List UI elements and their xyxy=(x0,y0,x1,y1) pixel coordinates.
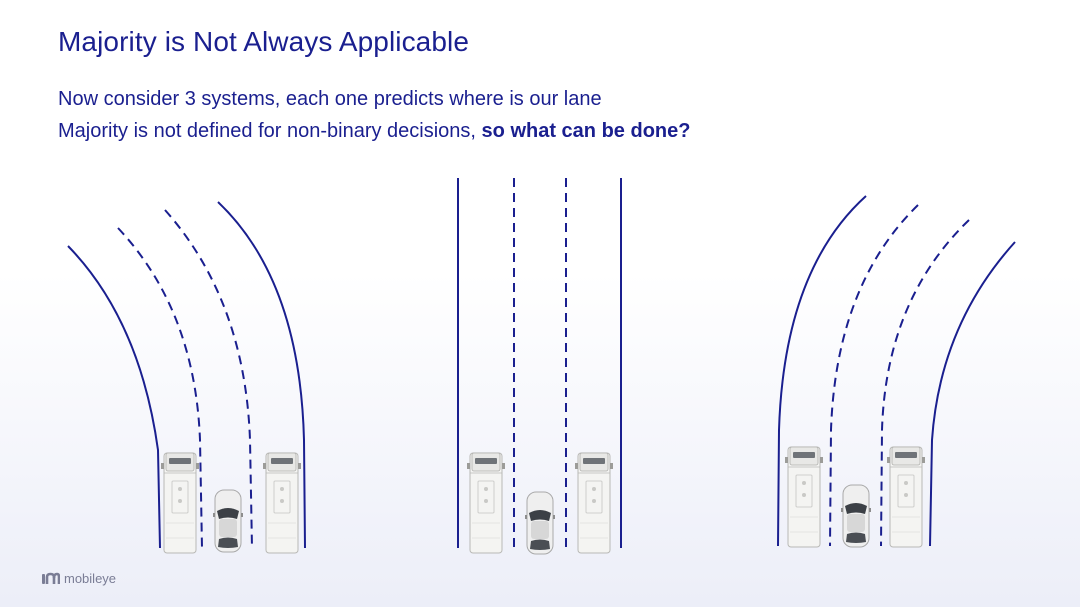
truck-icon xyxy=(784,446,824,548)
left-outer-lane-line xyxy=(67,245,161,549)
right-dashed-lane-line-1 xyxy=(829,204,919,547)
right-outer-lane-line-left xyxy=(777,195,867,547)
system-right-curve-diagram xyxy=(777,195,1016,547)
left-dashed-lane-line-2 xyxy=(164,209,253,549)
truck-icon xyxy=(262,452,302,554)
right-dashed-lane-line-2 xyxy=(880,219,970,547)
car-icon xyxy=(524,491,556,555)
subtitle-line-2: Majority is not defined for non-binary d… xyxy=(58,120,690,143)
system-straight-diagram xyxy=(457,178,622,548)
truck-icon xyxy=(886,446,926,548)
right-outer-lane-line-right xyxy=(929,241,1016,547)
car-icon xyxy=(212,489,244,553)
slide-title: Majority is Not Always Applicable xyxy=(58,26,470,57)
system-left-curve-diagram xyxy=(67,201,306,549)
truck-icon xyxy=(466,452,506,554)
mobileye-logo: mobileye xyxy=(42,571,116,586)
left-dashed-lane-line-1 xyxy=(117,227,203,549)
truck-icon xyxy=(574,452,614,554)
subtitle-line-2-emphasis: so what can be done? xyxy=(481,120,691,142)
mobileye-m-icon xyxy=(42,572,60,584)
mobileye-logo-text: mobileye xyxy=(64,571,117,586)
car-icon xyxy=(840,484,872,548)
subtitle-line-2-plain: Majority is not defined for non-binary d… xyxy=(58,120,482,142)
subtitle-line-1: Now consider 3 systems, each one predict… xyxy=(58,88,602,110)
truck-icon xyxy=(160,452,200,554)
left-outer-lane-line-right xyxy=(217,201,306,549)
